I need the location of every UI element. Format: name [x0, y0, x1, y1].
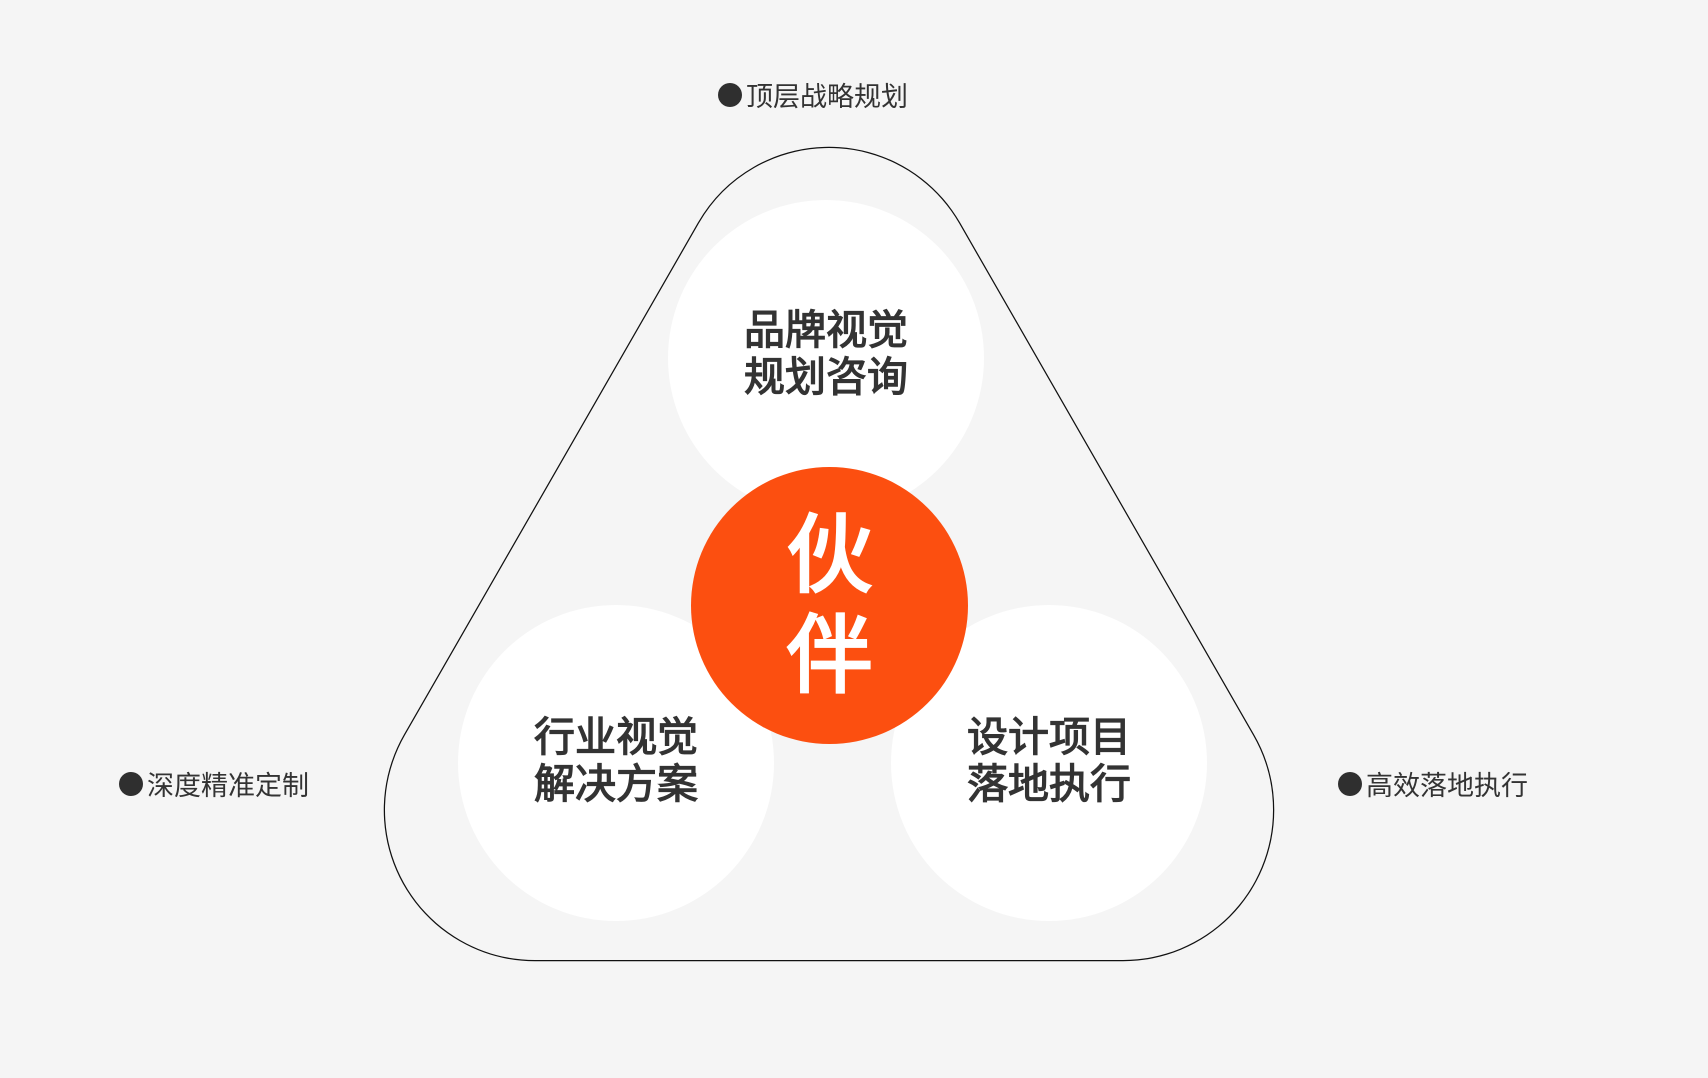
- circle-bottom-right-line1: 设计项目: [967, 713, 1131, 761]
- outer-label-top-text: 顶层战略规划: [746, 82, 908, 113]
- circle-top-line1: 品牌视觉: [744, 306, 908, 354]
- circle-top: 品牌视觉 规划咨询: [668, 200, 984, 516]
- core-line2: 伴: [786, 605, 873, 706]
- outer-label-right: 高效落地执行: [1338, 764, 1528, 803]
- bullet-icon: [119, 771, 143, 796]
- bullet-icon: [1338, 771, 1362, 796]
- outer-label-left-text: 深度精准定制: [147, 771, 309, 802]
- core-circle: 伙 伴: [691, 467, 968, 744]
- bullet-icon: [718, 82, 742, 107]
- core-line1: 伙: [786, 505, 873, 606]
- circle-bottom-left-line1: 行业视觉: [534, 713, 698, 761]
- outer-label-left: 深度精准定制: [119, 764, 309, 803]
- outer-label-top: 顶层战略规划: [718, 75, 908, 114]
- circle-bottom-left-line2: 解决方案: [534, 760, 698, 808]
- circle-bottom-right-line2: 落地执行: [967, 760, 1131, 808]
- circle-top-line2: 规划咨询: [744, 353, 908, 401]
- outer-label-right-text: 高效落地执行: [1366, 771, 1528, 802]
- circle-bottom-left: 行业视觉 解决方案: [458, 605, 774, 921]
